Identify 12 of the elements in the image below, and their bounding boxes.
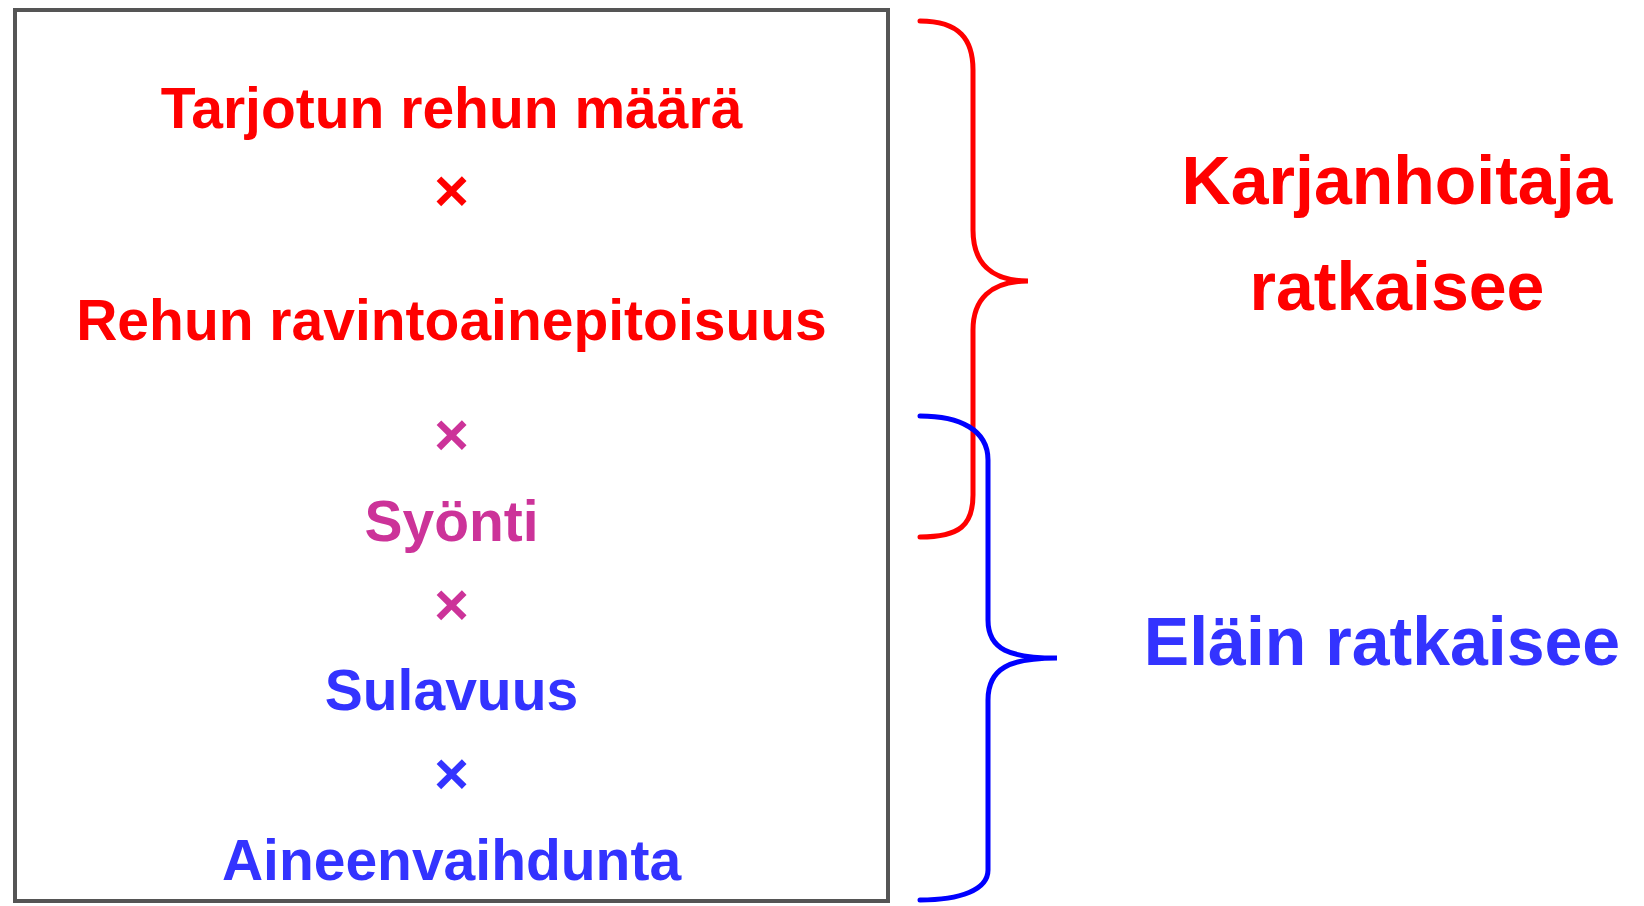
term-text: Aineenvaihdunta (220, 829, 683, 891)
side-note: Karjanhoitaja ratkaisee (1180, 141, 1614, 326)
term-text: Syönti (363, 490, 540, 552)
term-text: Rehun ravintoainepitoisuus (75, 289, 828, 351)
term-text: Sulavuus (323, 659, 580, 721)
multiplication-sign: × (432, 404, 470, 466)
term-text: Tarjotun rehun määrä (159, 77, 744, 139)
multiplication-sign: × (432, 160, 470, 222)
multiplication-sign: × (432, 743, 470, 805)
side-note: Eläin ratkaisee (1142, 602, 1622, 681)
framed-box (13, 8, 890, 903)
multiplication-sign: × (432, 574, 470, 636)
